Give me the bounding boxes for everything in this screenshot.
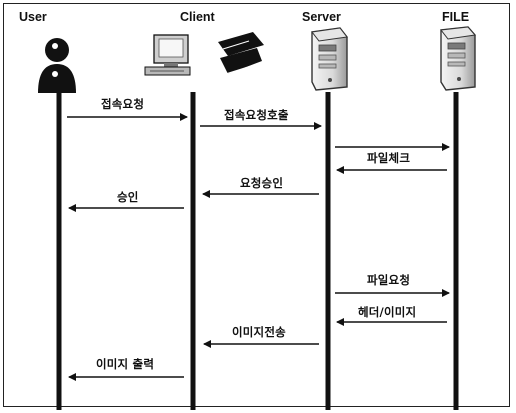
- actor-user-title: User: [19, 10, 47, 24]
- actor-file-title: FILE: [442, 10, 470, 24]
- message-label-m6: 파일요청: [367, 273, 411, 287]
- client-computer-icon: [144, 32, 264, 76]
- message-label-m2: 접속요청호출: [224, 108, 289, 122]
- actor-server-title: Server: [302, 10, 341, 24]
- message-label-m4: 요청승인: [240, 176, 284, 190]
- user-icon: [38, 38, 76, 93]
- file-server-icon: [440, 26, 476, 91]
- actor-client-title: Client: [180, 10, 215, 24]
- message-label-m8: 이미지전송: [232, 325, 286, 339]
- message-label-m5: 승인: [117, 190, 139, 204]
- server-tower-icon: [311, 27, 348, 91]
- message-label-m1: 접속요청: [101, 97, 145, 111]
- message-label-m9: 이미지 출력: [96, 357, 155, 371]
- message-label-m7: 헤더/이미지: [358, 305, 417, 319]
- message-label-m3: 파일체크: [367, 151, 411, 165]
- diagram-frame: [3, 3, 510, 407]
